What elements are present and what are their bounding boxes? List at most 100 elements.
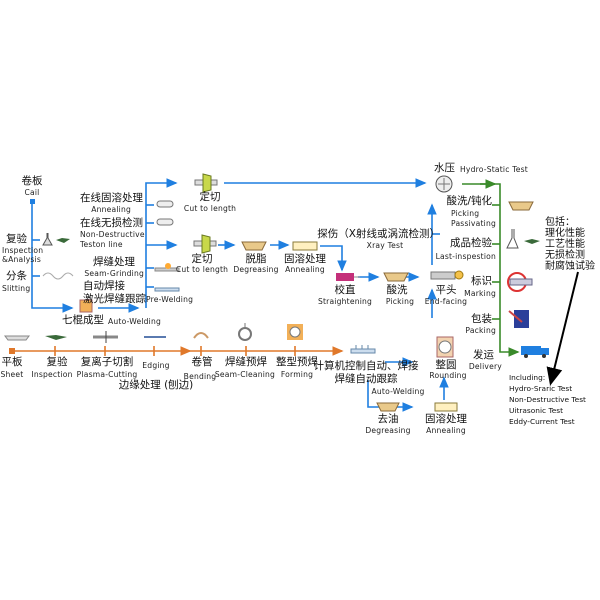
note-cn-item: 工艺性能 [545,239,585,250]
degreasing-bottom-cn: 去油 [377,413,399,425]
cut-top-cn: 定切 [199,191,221,203]
rounding-icon [436,336,454,358]
coil-flow-line [31,178,449,412]
forming-en: Auto-Welding [108,317,162,326]
note-en-block: Including: Hydro-Sraric Test Non-Destruc… [509,372,586,427]
coil-inspection-cn: 复验 [6,233,27,245]
forming-sheet-cn: 整型预焊 [276,356,318,368]
final-flow-line [462,179,520,357]
plasma-cutting-icon [93,331,118,343]
plasma-cutting-cn: 复离子切割 [80,356,134,368]
degreasing-tank-bottom-icon [376,402,400,412]
note-cn-item: 无损检测 [545,250,585,261]
note-en-item: Eddy-Current Test [509,417,575,426]
degreasing-tank-icon [241,241,267,251]
packing-en: Packing [465,326,496,335]
passivating-cn: 酸洗/钝化 [446,195,492,207]
edging-en: Edging [142,361,170,370]
sheet-inspection-icon [45,335,67,340]
straightening-cn: 校直 [334,284,356,296]
annealing-en: Annealing [285,265,325,274]
straightening-machine-icon [336,273,360,281]
annealing-pipe-icon [156,200,174,208]
computer-weld-cn1: 计算机控制自动、焊接 [313,360,419,372]
pre-welding-en: Pre-Welding [146,295,194,304]
hydro-test-cn: 水压 [434,162,455,174]
xray-test-cn: 探伤（X射线或涡流检测） [317,228,440,240]
annealing-bottom-cn: 固溶处理 [425,413,467,425]
cut-top-en: Cut to length [183,204,237,213]
note-en-item: Uitrasonic Test [509,406,564,415]
forming-sheet-en: Forming [280,370,314,379]
marking-en: Marking [464,289,496,298]
auto-welding-cn2: 激光焊缝跟踪 [83,293,146,305]
computer-weld-cn2: 焊缝自动跟踪 [334,373,398,385]
packing-box-icon [508,310,529,328]
degreasing-en: Degreasing [233,265,279,274]
inspection-flask-icon [42,233,70,246]
cut-mid-cn: 定切 [191,253,213,265]
straightening-en: Straightening [317,297,373,306]
seam-clean-en: Seam-Cleaning [214,370,276,379]
last-inspection-flask-icon [506,229,540,249]
auto-welding-machine-icon [350,345,376,354]
rounding-en: Rounding [429,371,467,380]
annealing-furnace-icon [292,241,318,251]
online-annealing-en: Annealing [91,205,131,214]
degreasing-bottom-en: Degreasing [365,426,411,435]
slitting-en: Slitting [2,284,31,293]
note-cn-item: 理化性能 [545,228,585,239]
note-en-title: Including: [509,373,546,382]
edge-treatment-cn: 边缘处理 (刨边) [118,379,194,391]
coil-label-en: Cail [24,188,40,197]
picking-en: Picking [385,297,415,306]
seam-grinding-icon [154,263,180,272]
online-annealing-cn: 在线固溶处理 [80,192,143,204]
note-cn-title: 包括： [545,217,575,228]
end-facing-machine-icon [430,270,464,280]
note-cn-block: 包括： 理化性能 工艺性能 无损检测 耐腐蚀试验 [545,217,595,272]
cut-to-length-top-icon [194,173,218,193]
note-cn-item: 耐腐蚀试验 [545,261,595,272]
bending-icon [193,332,209,339]
packing-cn: 包装 [471,313,492,325]
edging-icon [144,336,166,338]
pre-welding-icon [154,287,180,292]
marking-cn: 标识 [471,275,492,287]
delivery-en: Delivery [468,362,502,371]
passivating-en2: Passivating [451,219,496,228]
marking-stamp-icon [507,272,533,292]
hydro-test-en: Hydro-Static Test [460,165,528,174]
annealing-furnace-bottom-icon [434,402,458,412]
cut-to-length-mid-icon [193,234,217,254]
sheet-start-marker [9,348,15,354]
note-en-item: Non-Destructive Test [509,395,586,404]
auto-welding-cn1: 自动焊接 [83,280,125,292]
sheet-en: Sheet [0,370,24,379]
passivating-tank-icon [508,201,534,211]
forming-roller-icon [79,299,93,313]
end-facing-en: End-facing [424,297,468,306]
sheet-cn: 平板 [1,356,23,368]
online-ndt-en2: Teston line [80,240,123,249]
coil-inspection-en2: &Analysis [2,255,42,264]
last-inspection-cn: 成品检验 [450,237,492,249]
end-facing-cn: 平头 [435,284,457,296]
hydro-test-gauge-icon [435,175,453,193]
coil-start-marker [30,199,35,204]
seam-clean-cn: 焊缝预焊 [225,356,267,368]
coil-inspection-en1: Inspection [2,246,44,255]
online-ndt-cn: 在线无损检测 [80,217,143,229]
annealing-cn: 固溶处理 [284,253,326,265]
seam-grinding-cn: 焊缝处理 [93,256,135,268]
sheet-plate-icon [4,335,30,341]
note-pointer-arrow [546,271,579,386]
picking-tank-icon [383,272,409,282]
forming-cn: 七棍成型 [62,314,104,326]
plasma-cutting-en: Plasma-Cutting [76,370,138,379]
bending-en: Bending [183,372,217,381]
computer-weld-en: Auto-Welding [371,387,425,396]
sheet-inspection-en: Inspection [31,370,73,379]
delivery-truck-icon [521,346,549,358]
